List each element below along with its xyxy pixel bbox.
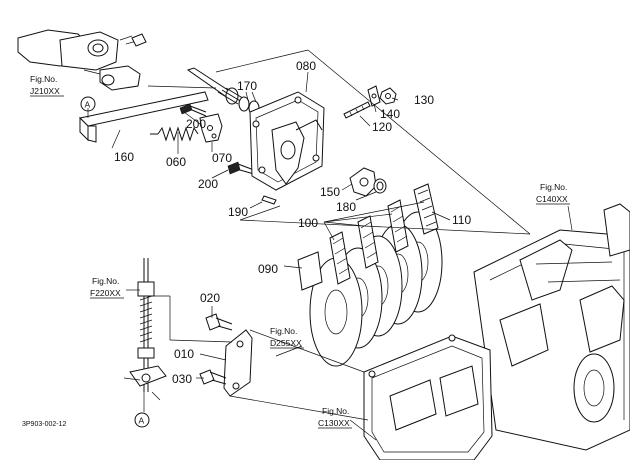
transmission-case-drawing [473,203,630,451]
callout-010: 010 [174,347,194,361]
callout-080: 080 [296,59,316,73]
svg-text:D255XX: D255XX [270,338,302,348]
callout-060: 060 [166,155,186,169]
brake-housing-drawing [249,91,325,191]
callout-120: 120 [372,120,392,134]
callout-070: 070 [212,151,232,165]
callout-200-upper: 200 [186,117,206,131]
callout-190: 190 [228,205,248,219]
part-callouts: 080 170 130 140 120 200 070 060 160 200 … [114,59,471,386]
callout-150: 150 [320,185,340,199]
callout-130: 130 [414,93,434,107]
svg-text:A: A [139,416,145,426]
fig-ref-c130: Fig.No. C130XX [318,406,352,429]
callout-030: 030 [172,372,192,386]
construction-lines [87,49,531,421]
callout-180: 180 [336,200,356,214]
svg-text:Fig.No.: Fig.No. [30,74,57,84]
bolt-drawing [179,103,207,117]
svg-text:C140XX: C140XX [536,194,568,204]
spring-drawing [150,126,199,142]
figure-references: Fig.No. J210XX Fig.No. C140XX Fig.No. F2… [30,74,570,429]
svg-text:A: A [85,100,91,110]
callout-020: 020 [200,291,220,305]
callout-090: 090 [258,262,278,276]
callout-100: 100 [298,216,318,230]
lever-plate-drawing [223,329,253,397]
washer-drawing [367,85,381,107]
pin-drawing [261,195,277,205]
brake-disc-stack-drawing [297,183,443,367]
svg-text:J210XX: J210XX [30,86,60,96]
snap-ring-drawing [373,178,387,194]
stud-bolt-drawing [343,101,371,119]
brake-pedal-linkage-drawing [17,29,147,91]
cam-plate-drawing [349,167,377,197]
bolt-drawing [199,369,227,385]
bracket-drawing [199,113,223,143]
bolt-drawing [205,313,233,331]
svg-text:F220XX: F220XX [90,288,121,298]
fig-ref-f220: Fig.No. F220XX [90,276,124,299]
callout-110: 110 [452,213,471,227]
front-housing-drawing [363,334,493,460]
svg-text:C130XX: C130XX [318,418,350,428]
fig-ref-d255: Fig.No. D255XX [270,326,304,349]
svg-text:Fig.No.: Fig.No. [322,406,349,416]
svg-text:Fig.No.: Fig.No. [270,326,297,336]
nut-drawing [379,87,397,105]
callout-200-lower: 200 [198,177,218,191]
marker-a-top: A [80,96,96,112]
svg-text:Fig.No.: Fig.No. [540,182,567,192]
marker-a-bottom: A [134,412,150,428]
fig-ref-c140: Fig.No. C140XX [536,182,570,205]
callout-140: 140 [380,107,400,121]
callout-160: 160 [114,150,134,164]
brake-shaft-drawing [78,67,247,143]
drawing-code: 3P903-002-12 [22,421,66,428]
fig-ref-j210: Fig.No. J210XX [30,74,64,97]
leader-lines [83,69,573,441]
svg-text:Fig.No.: Fig.No. [92,276,119,286]
brake-rod-drawing [123,258,167,401]
callout-170: 170 [237,79,257,93]
